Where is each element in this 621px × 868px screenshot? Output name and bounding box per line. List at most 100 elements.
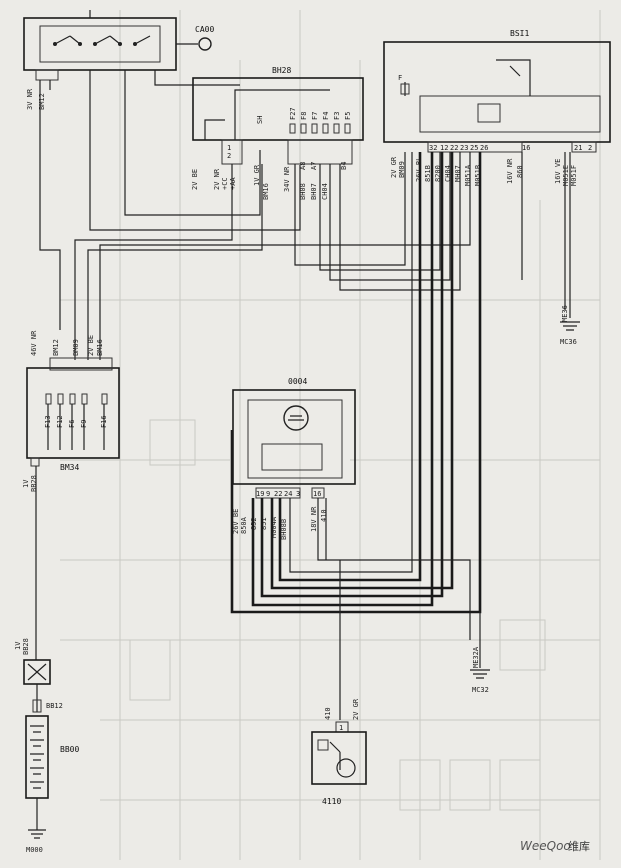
svg-text:8200: 8200 bbox=[434, 165, 442, 182]
svg-text:F3: F3 bbox=[333, 112, 341, 120]
svg-text:0004: 0004 bbox=[288, 377, 307, 386]
svg-text:19: 19 bbox=[256, 490, 264, 498]
bh28-wire-labels: 2V BE 2V NR +CC +AA 1V GR BM16 34V NR BH… bbox=[191, 162, 348, 200]
svg-text:25: 25 bbox=[470, 144, 478, 152]
bh28-label: BH28 bbox=[272, 66, 291, 75]
svg-text:SH: SH bbox=[256, 116, 264, 124]
svg-text:M051B: M051B bbox=[474, 165, 482, 186]
svg-text:A7: A7 bbox=[310, 162, 318, 170]
bm34-fusebox: F13 F12 F6 F9 F16 BM34 bbox=[26, 357, 120, 472]
svg-text:2: 2 bbox=[227, 152, 231, 160]
ground-m000: M000 bbox=[26, 829, 46, 854]
svg-text:1: 1 bbox=[339, 724, 343, 732]
svg-text:维库: 维库 bbox=[568, 840, 590, 853]
svg-text:BB12: BB12 bbox=[46, 702, 63, 710]
bm34-fuses: F13 F12 F6 F9 F16 bbox=[44, 393, 108, 428]
svg-text:ME32A: ME32A bbox=[472, 646, 480, 668]
wire-3vnr: 3V NR bbox=[26, 88, 34, 110]
bsi1-wire-labels: 2V GR BM09 26V BL 851B 8200 CH04 MH07 M0… bbox=[390, 156, 578, 186]
svg-text:BM16: BM16 bbox=[96, 339, 104, 356]
svg-text:1V: 1V bbox=[22, 479, 30, 488]
sensor-4110: 1 4110 bbox=[311, 721, 367, 806]
ground-mc36: ME36 MC36 bbox=[560, 305, 580, 346]
svg-text:MC32: MC32 bbox=[472, 686, 489, 694]
svg-text:2V GR: 2V GR bbox=[390, 156, 398, 178]
svg-text:M051E: M051E bbox=[562, 165, 570, 186]
bm34-label: BM34 bbox=[60, 463, 79, 472]
svg-text:BB28: BB28 bbox=[30, 475, 38, 492]
svg-text:410: 410 bbox=[324, 707, 332, 720]
svg-text:CH04: CH04 bbox=[444, 165, 452, 182]
oil-pressure-icon bbox=[336, 758, 356, 778]
svg-text:BM16: BM16 bbox=[262, 183, 270, 200]
svg-text:F5: F5 bbox=[344, 112, 352, 120]
svg-text:M051A: M051A bbox=[464, 164, 472, 186]
heavy-bus-wires bbox=[230, 152, 482, 640]
svg-text:BH07: BH07 bbox=[310, 183, 318, 200]
svg-text:M000: M000 bbox=[26, 846, 43, 854]
svg-text:24: 24 bbox=[284, 490, 292, 498]
svg-text:M004A: M004A bbox=[270, 516, 278, 538]
svg-text:3: 3 bbox=[296, 490, 300, 498]
svg-text:1V GR: 1V GR bbox=[253, 164, 261, 186]
svg-text:+CC: +CC bbox=[221, 177, 229, 190]
svg-text:410: 410 bbox=[320, 509, 328, 522]
svg-text:850A: 850A bbox=[240, 516, 248, 534]
svg-text:2V NR: 2V NR bbox=[213, 168, 221, 190]
bsi1-label: BSI1 bbox=[510, 29, 529, 38]
svg-text:MC36: MC36 bbox=[560, 338, 577, 346]
ca00-label: CA00 bbox=[195, 25, 214, 34]
svg-text:851: 851 bbox=[260, 517, 268, 530]
svg-text:21: 21 bbox=[574, 144, 582, 152]
svg-text:23: 23 bbox=[460, 144, 468, 152]
svg-text:32: 32 bbox=[429, 144, 437, 152]
svg-text:2: 2 bbox=[588, 144, 592, 152]
svg-text:2V BE: 2V BE bbox=[191, 169, 199, 190]
svg-text:BM09: BM09 bbox=[72, 339, 80, 356]
svg-text:ME36: ME36 bbox=[561, 305, 569, 322]
svg-text:BM09: BM09 bbox=[398, 161, 406, 178]
svg-text:BH08: BH08 bbox=[299, 183, 307, 200]
ground-mc32: ME32A MC32 bbox=[470, 646, 490, 694]
svg-text:BB28: BB28 bbox=[22, 638, 30, 655]
svg-text:WeeQoo: WeeQoo bbox=[520, 839, 571, 853]
bsi1-fuse-label: F bbox=[398, 74, 402, 82]
svg-text:A8: A8 bbox=[299, 162, 307, 170]
svg-text:851B: 851B bbox=[424, 165, 432, 182]
svg-text:1V: 1V bbox=[14, 641, 22, 650]
wire-bm12: BM12 bbox=[38, 93, 46, 110]
svg-text:9: 9 bbox=[266, 490, 270, 498]
bsi1-pins: 32 12 22 23 25 26 16 21 2 bbox=[429, 144, 592, 152]
svg-text:+AA: +AA bbox=[229, 177, 237, 190]
bsi1-module: F BSI1 32 12 22 23 25 26 16 21 2 bbox=[383, 29, 611, 153]
svg-text:26V BE: 26V BE bbox=[232, 509, 240, 534]
svg-text:46V NR: 46V NR bbox=[30, 330, 38, 356]
module-0004: 0004 19 9 22 24 3 16 bbox=[232, 377, 356, 499]
svg-text:F7: F7 bbox=[311, 112, 319, 120]
ca00-ignition-switch: CA00 bbox=[23, 17, 214, 71]
svg-text:12: 12 bbox=[440, 144, 448, 152]
watermark: WeeQoo 维库 bbox=[520, 839, 590, 853]
svg-text:18V NR: 18V NR bbox=[310, 506, 318, 532]
svg-text:860: 860 bbox=[516, 165, 524, 178]
svg-text:4110: 4110 bbox=[322, 797, 341, 806]
bb00-battery: BB00 bbox=[25, 715, 79, 830]
svg-text:2V GR: 2V GR bbox=[352, 698, 360, 720]
svg-text:MH07: MH07 bbox=[454, 165, 462, 182]
svg-text:26: 26 bbox=[480, 144, 488, 152]
svg-text:BB00: BB00 bbox=[60, 745, 79, 754]
svg-text:CH04: CH04 bbox=[321, 183, 329, 200]
svg-text:1: 1 bbox=[227, 144, 231, 152]
bh28-fusebox: BH28 SH F27 F8 F7 F4 F3 F5 2 1 bbox=[192, 66, 364, 165]
svg-text:16V NR: 16V NR bbox=[506, 158, 514, 184]
svg-text:16: 16 bbox=[522, 144, 530, 152]
svg-text:BH08B: BH08B bbox=[280, 519, 288, 540]
svg-text:F27: F27 bbox=[289, 107, 297, 120]
svg-text:B4: B4 bbox=[340, 162, 348, 170]
svg-text:22: 22 bbox=[450, 144, 458, 152]
svg-text:BM12: BM12 bbox=[52, 339, 60, 356]
key-icon bbox=[198, 37, 212, 51]
bm34-wire-labels: 46V NR BM12 BM09 2V BE BM16 bbox=[30, 330, 104, 356]
bh28-fuses: F27 F8 F7 F4 F3 F5 bbox=[289, 107, 352, 134]
